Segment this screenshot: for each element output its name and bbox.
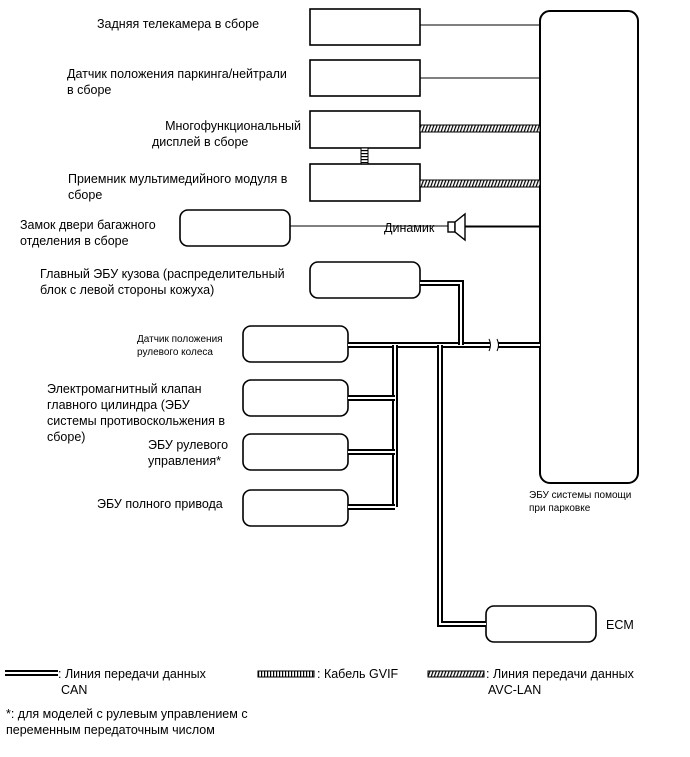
main-body-ecu-label: Главный ЭБУ кузова (распределительный бл… bbox=[40, 266, 285, 298]
avc-lan-display bbox=[419, 124, 541, 133]
footnote-line-2: переменным передаточным числом bbox=[6, 723, 215, 737]
legend-can-prefix: : bbox=[58, 667, 62, 681]
legend-can-line-1: : Линия передачи данных bbox=[58, 666, 206, 682]
legend-avc-prefix: : bbox=[486, 667, 490, 681]
multi-display-line-2: дисплей в сборе bbox=[152, 135, 249, 149]
brake-valve-label: Электромагнитный клапан главного цилиндр… bbox=[47, 381, 225, 445]
gvif-cable-display-receiver bbox=[360, 147, 369, 165]
awd-ecu-label: ЭБУ полного привода bbox=[97, 497, 223, 511]
steering-sensor-box bbox=[242, 325, 349, 363]
park-sensor-line-1: Датчик положения паркинга/нейтрали bbox=[67, 67, 287, 81]
brake-valve-line-3: системы противоскольжения в bbox=[47, 414, 226, 428]
media-receiver-line-1: Приемник мультимедийного модуля в bbox=[68, 172, 288, 186]
steering-ecu-line-1: ЭБУ рулевого bbox=[148, 438, 229, 452]
line-break-mark bbox=[488, 338, 499, 352]
speaker-label: Динамик bbox=[384, 221, 435, 235]
multi-display-label: Многофункциональный дисплей в сборе bbox=[150, 118, 301, 150]
parking-assist-ecu-label: ЭБУ системы помощи при парковке bbox=[529, 489, 631, 515]
trunk-lock-line-2: отделения в сборе bbox=[20, 234, 129, 248]
media-receiver-label: Приемник мультимедийного модуля в сборе bbox=[68, 171, 287, 203]
brake-valve-line-4: сборе) bbox=[47, 430, 86, 444]
park-sensor-box bbox=[309, 59, 421, 97]
steering-sensor-line-1: Датчик положения bbox=[137, 334, 223, 345]
brake-valve-line-1: Электромагнитный клапан bbox=[47, 382, 202, 396]
ecm-box bbox=[485, 605, 597, 643]
multi-display-line-1: Многофункциональный bbox=[165, 119, 301, 133]
steering-ecu-label: ЭБУ рулевого управления* bbox=[148, 437, 228, 469]
steering-ecu-box bbox=[242, 433, 349, 471]
media-receiver-box bbox=[309, 163, 421, 202]
trunk-lock-box bbox=[179, 209, 291, 247]
steering-sensor-label: Датчик положения рулевого колеса bbox=[137, 333, 223, 359]
legend-avc-line-1: : Линия передачи данных bbox=[486, 666, 634, 682]
legend-avc-symbol bbox=[427, 670, 485, 678]
avc-lan-receiver bbox=[419, 179, 541, 188]
park-sensor-line-2: в сборе bbox=[67, 83, 112, 97]
legend-can-label: : Линия передачи данных CAN bbox=[58, 666, 206, 698]
trunk-lock-label: Замок двери багажного отделения в сборе bbox=[20, 217, 156, 249]
parking-assist-ecu-line-2: при парковке bbox=[529, 503, 591, 514]
multi-display-box bbox=[309, 110, 421, 149]
parking-assist-ecu-line-1: ЭБУ системы помощи bbox=[529, 490, 632, 501]
brake-valve-box bbox=[242, 379, 349, 417]
legend-can-line-2: CAN bbox=[61, 683, 88, 697]
footnote-line-1: *: для моделей с рулевым управлением с bbox=[6, 707, 248, 721]
can-bus bbox=[348, 280, 540, 627]
awd-ecu-box bbox=[242, 489, 349, 527]
steering-ecu-line-2: управления* bbox=[148, 454, 222, 468]
rear-camera-label: Задняя телекамера в сборе bbox=[97, 17, 260, 31]
speaker-icon bbox=[447, 212, 540, 242]
trunk-lock-line-1: Замок двери багажного bbox=[20, 218, 156, 232]
legend-can-text: Линия передачи данных bbox=[64, 667, 206, 681]
steering-sensor-line-2: рулевого колеса bbox=[137, 347, 213, 358]
legend-avc-label: : Линия передачи данных AVC-LAN bbox=[486, 666, 634, 698]
legend-gvif-label: : Кабель GVIF bbox=[317, 667, 399, 681]
main-body-ecu-box bbox=[309, 261, 421, 299]
ecm-label: ECM bbox=[606, 618, 634, 632]
media-receiver-line-2: сборе bbox=[68, 188, 103, 202]
legend-avc-line-2: AVC-LAN bbox=[488, 683, 542, 697]
rear-camera-box bbox=[309, 8, 421, 46]
legend-gvif-symbol bbox=[257, 670, 315, 678]
footnote: *: для моделей с рулевым управлением с п… bbox=[6, 706, 248, 738]
main-body-ecu-line-1: Главный ЭБУ кузова (распределительный bbox=[40, 267, 285, 281]
park-sensor-label: Датчик положения паркинга/нейтрали в сбо… bbox=[67, 66, 287, 98]
legend-avc-text: Линия передачи данных bbox=[492, 667, 634, 681]
parking-assist-ecu-box bbox=[539, 10, 639, 484]
main-body-ecu-line-2: блок с левой стороны кожуха) bbox=[40, 283, 215, 297]
brake-valve-line-2: главного цилиндра (ЭБУ bbox=[47, 398, 190, 412]
